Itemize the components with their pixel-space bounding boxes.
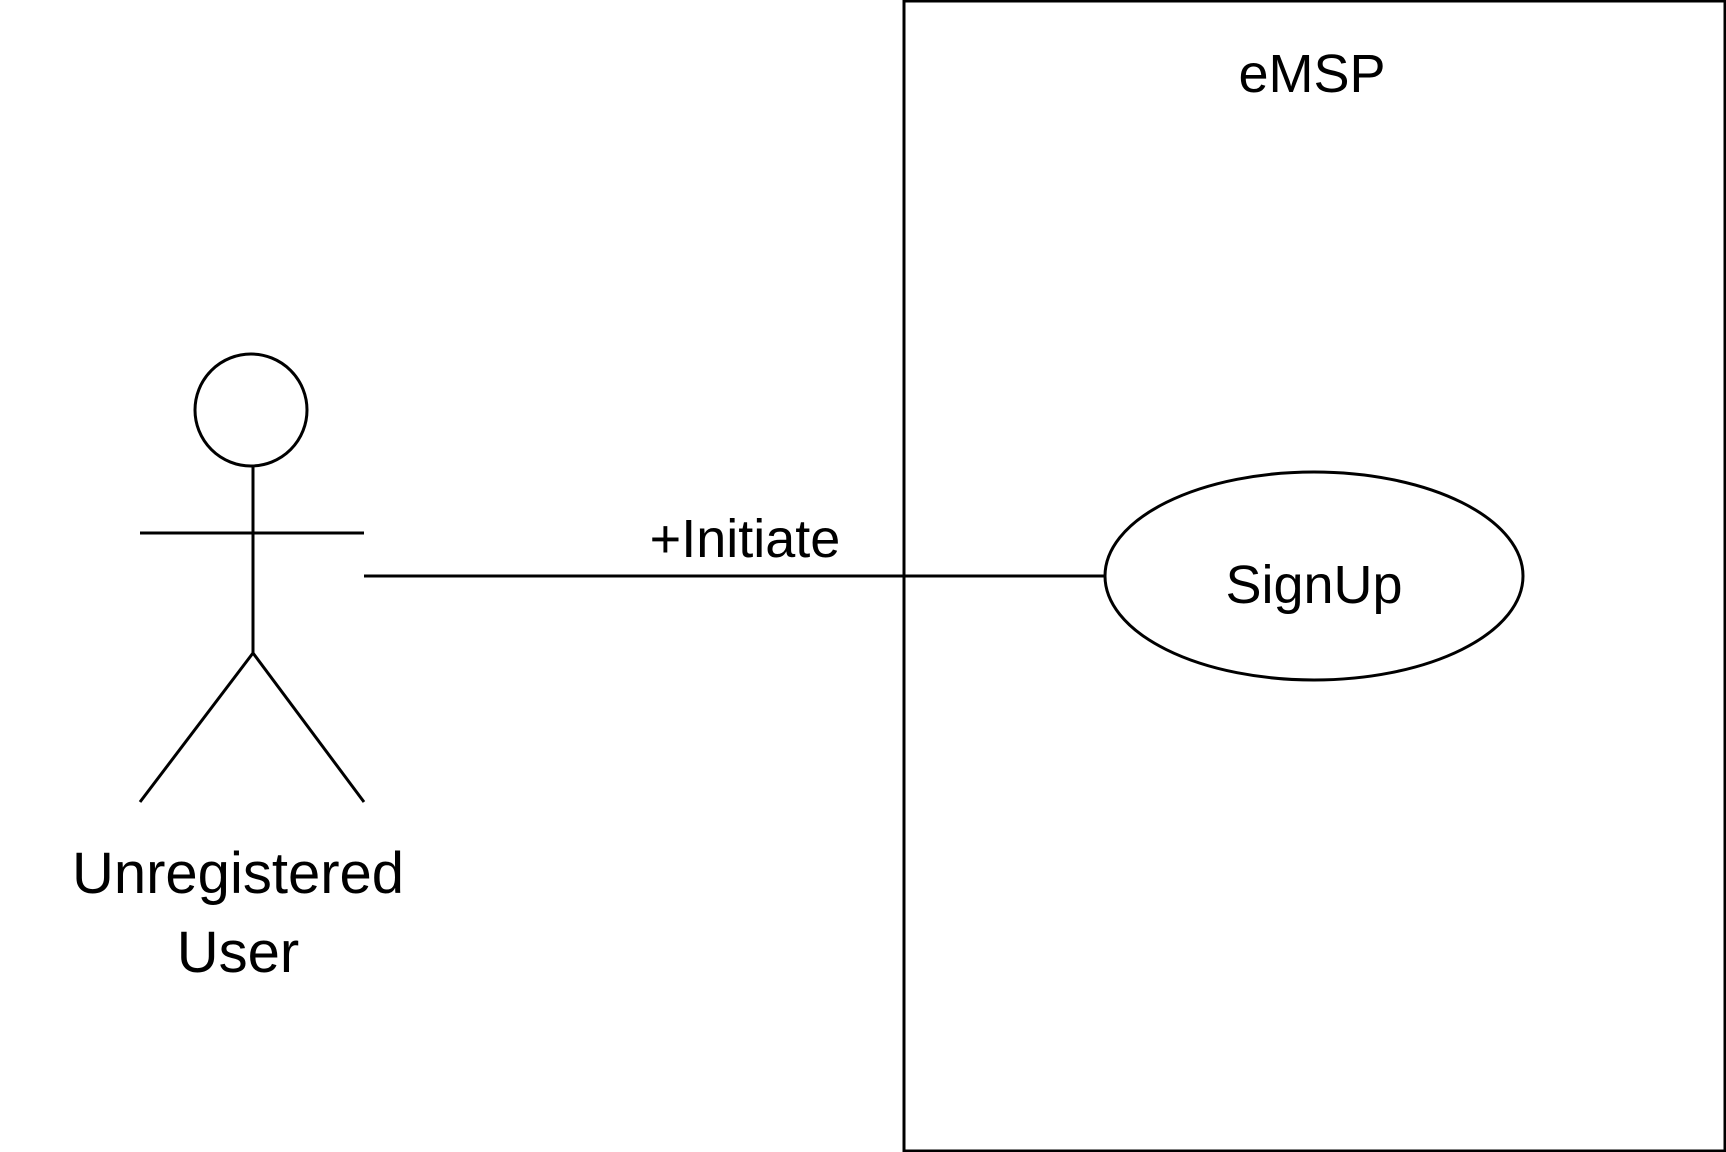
actor-label-line2: User — [177, 920, 299, 985]
actor-head — [193, 352, 309, 468]
actor-unregistered-user: Unregistered User — [72, 352, 404, 985]
actor-right-leg — [251, 652, 366, 803]
actor-label-line1: Unregistered — [72, 841, 404, 906]
association-initiate: +Initiate — [364, 509, 1105, 578]
system-boundary-title: eMSP — [1238, 44, 1385, 104]
actor-left-leg — [138, 652, 255, 803]
use-case-label: SignUp — [1225, 555, 1402, 615]
association-label: +Initiate — [650, 509, 841, 569]
use-case-ellipse — [1103, 470, 1525, 682]
use-case-signup: SignUp — [1103, 470, 1525, 682]
actor-icon — [138, 352, 366, 803]
